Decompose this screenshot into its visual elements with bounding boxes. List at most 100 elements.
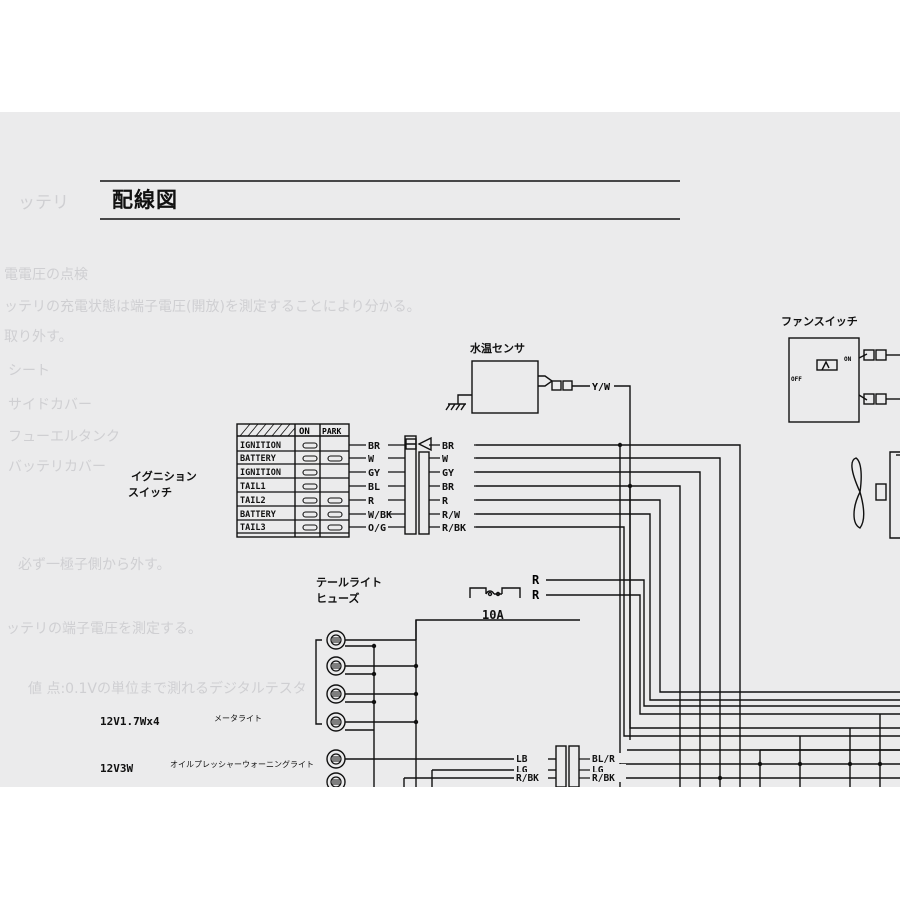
- wire: [415, 619, 580, 640]
- bulb-filament: [332, 779, 340, 785]
- ghost-text: 取り外す。: [4, 329, 73, 345]
- switch-contact-on: [302, 497, 318, 504]
- wire-color-label: R/BK: [516, 773, 539, 784]
- water-temp-sensor-body: [471, 360, 539, 414]
- fan-motor-hub: [875, 483, 887, 501]
- ghost-text: フューエルタンク: [8, 429, 120, 445]
- switch-connector-block: [418, 451, 430, 535]
- manual-page: ッテリ 電電圧の点検 ッテリの充電状態は端子電圧(開放)を測定することにより分か…: [0, 112, 900, 787]
- fan-connector: [863, 349, 875, 361]
- wire-color-label: W: [368, 454, 375, 465]
- ghost-text: バッテリカバー: [8, 459, 106, 475]
- bulb-filament: [330, 660, 342, 672]
- junction-dot: [617, 442, 623, 448]
- switch-row-label: IGNITION: [240, 441, 281, 451]
- wire-label-bg: [366, 452, 388, 463]
- wire: [566, 579, 900, 707]
- switch-header-park: PARK: [322, 427, 341, 436]
- wire: [476, 513, 900, 701]
- wire-color-label: GY: [368, 468, 380, 479]
- wire-label-bg: [440, 439, 474, 450]
- oil-bulb-name: オイルプレッシャーウォーニングライト: [170, 760, 314, 769]
- switch-contact-park: [327, 524, 343, 531]
- wiring-diagram: IGNITIONBATTERYIGNITIONTAIL1TAIL2BATTERY…: [100, 180, 900, 787]
- switch-connector-block: [404, 435, 417, 535]
- switch-contact-on: [302, 469, 318, 476]
- taillight-fuse-label: テールライト: [316, 576, 382, 589]
- wire-color-label: BR: [368, 441, 381, 452]
- wire: [476, 457, 721, 787]
- wire-color-label: R/BK: [592, 773, 615, 784]
- wire-color-label: R/W: [442, 510, 461, 521]
- bulb-filament: [330, 776, 342, 787]
- junction-dot: [371, 671, 377, 677]
- switch-row-label: TAIL2: [240, 496, 266, 506]
- bulb-filament: [332, 637, 340, 643]
- fan-connector: [875, 393, 887, 405]
- bulb-filament: [330, 753, 342, 765]
- junction-dot: [717, 775, 723, 781]
- wire-label-bg: [590, 772, 626, 782]
- ghost-text: サイドカバー: [8, 397, 92, 413]
- wire-color-label: O/G: [368, 523, 386, 534]
- switch-contact-on: [302, 442, 318, 449]
- switch-contact-on: [302, 511, 318, 518]
- junction-dot: [847, 761, 853, 767]
- wire-label-bg: [590, 753, 626, 763]
- junction-dot: [797, 761, 803, 767]
- wire-color-label: GY: [442, 468, 454, 479]
- wire-color-label: LG: [516, 765, 528, 776]
- ignition-switch-label: イグニション: [131, 470, 197, 483]
- ghost-text: ッテリ: [18, 193, 69, 213]
- wire: [476, 485, 681, 787]
- fan-switch-arrow: [821, 360, 830, 371]
- fan-switch-on-label: ON: [844, 356, 852, 363]
- junction-dot: [877, 761, 883, 767]
- wire-color-label: R/BK: [442, 523, 466, 534]
- water-temp-sensor-label: 水温センサ: [470, 342, 525, 355]
- lower-connector-block: [555, 745, 567, 787]
- wire-label-bg: [440, 466, 474, 477]
- fuse-wire-label: R: [532, 588, 540, 602]
- wire-color-label: BR: [442, 482, 455, 493]
- water-temp-sensor-ground-icon: [445, 394, 472, 411]
- ghost-text: ッテリの充電状態は端子電圧(開放)を測定することにより分かる。: [4, 299, 421, 315]
- meter-bulb-rating: 12V1.7Wx4: [100, 715, 160, 728]
- wire-label-bg: [366, 494, 388, 505]
- taillight-fuse-label: ヒューズ: [316, 592, 360, 605]
- wire: [476, 526, 900, 737]
- wire: [614, 385, 900, 729]
- fan-connector: [875, 349, 887, 361]
- switch-row-label: BATTERY: [240, 454, 277, 464]
- bulb-filament: [332, 663, 340, 669]
- connector-plug: [406, 436, 432, 452]
- wire-label-bg: [366, 466, 388, 477]
- wire-color-label: R: [368, 496, 375, 507]
- page-title: 配線図: [112, 188, 178, 212]
- wire-label-bg: [514, 772, 548, 782]
- wire-label-bg: [440, 521, 474, 532]
- wire-labels: BRWGYBLRW/BKO/GBRWGYBRRR/WR/BKLBLGR/BKBL…: [366, 439, 626, 784]
- switch-contact-on: [302, 455, 318, 462]
- fan-motor-bracket: [889, 451, 900, 539]
- wire: [403, 777, 516, 787]
- wire-label-bg: [440, 480, 474, 491]
- wire-label-bg: [440, 494, 474, 505]
- wire-color-label: R: [442, 496, 449, 507]
- junction-dot: [413, 663, 419, 669]
- sensor-connector: [562, 380, 573, 391]
- switch-row-label: TAIL3: [240, 523, 266, 533]
- ghost-text: 電電圧の点検: [4, 267, 88, 283]
- wire-color-label: BL/R: [592, 754, 615, 765]
- table-hatch: [239, 423, 296, 437]
- switch-contact-on: [302, 524, 318, 531]
- wire-label-bg: [366, 439, 388, 450]
- bulb-filament: [330, 716, 342, 728]
- junction-dot: [757, 761, 763, 767]
- fuse-icon: [469, 587, 521, 598]
- wire-label-bg: [514, 764, 548, 774]
- oil-bulb-rating: 12V3W: [100, 762, 134, 775]
- wire-color-label: BR: [442, 441, 455, 452]
- wire: [476, 471, 701, 787]
